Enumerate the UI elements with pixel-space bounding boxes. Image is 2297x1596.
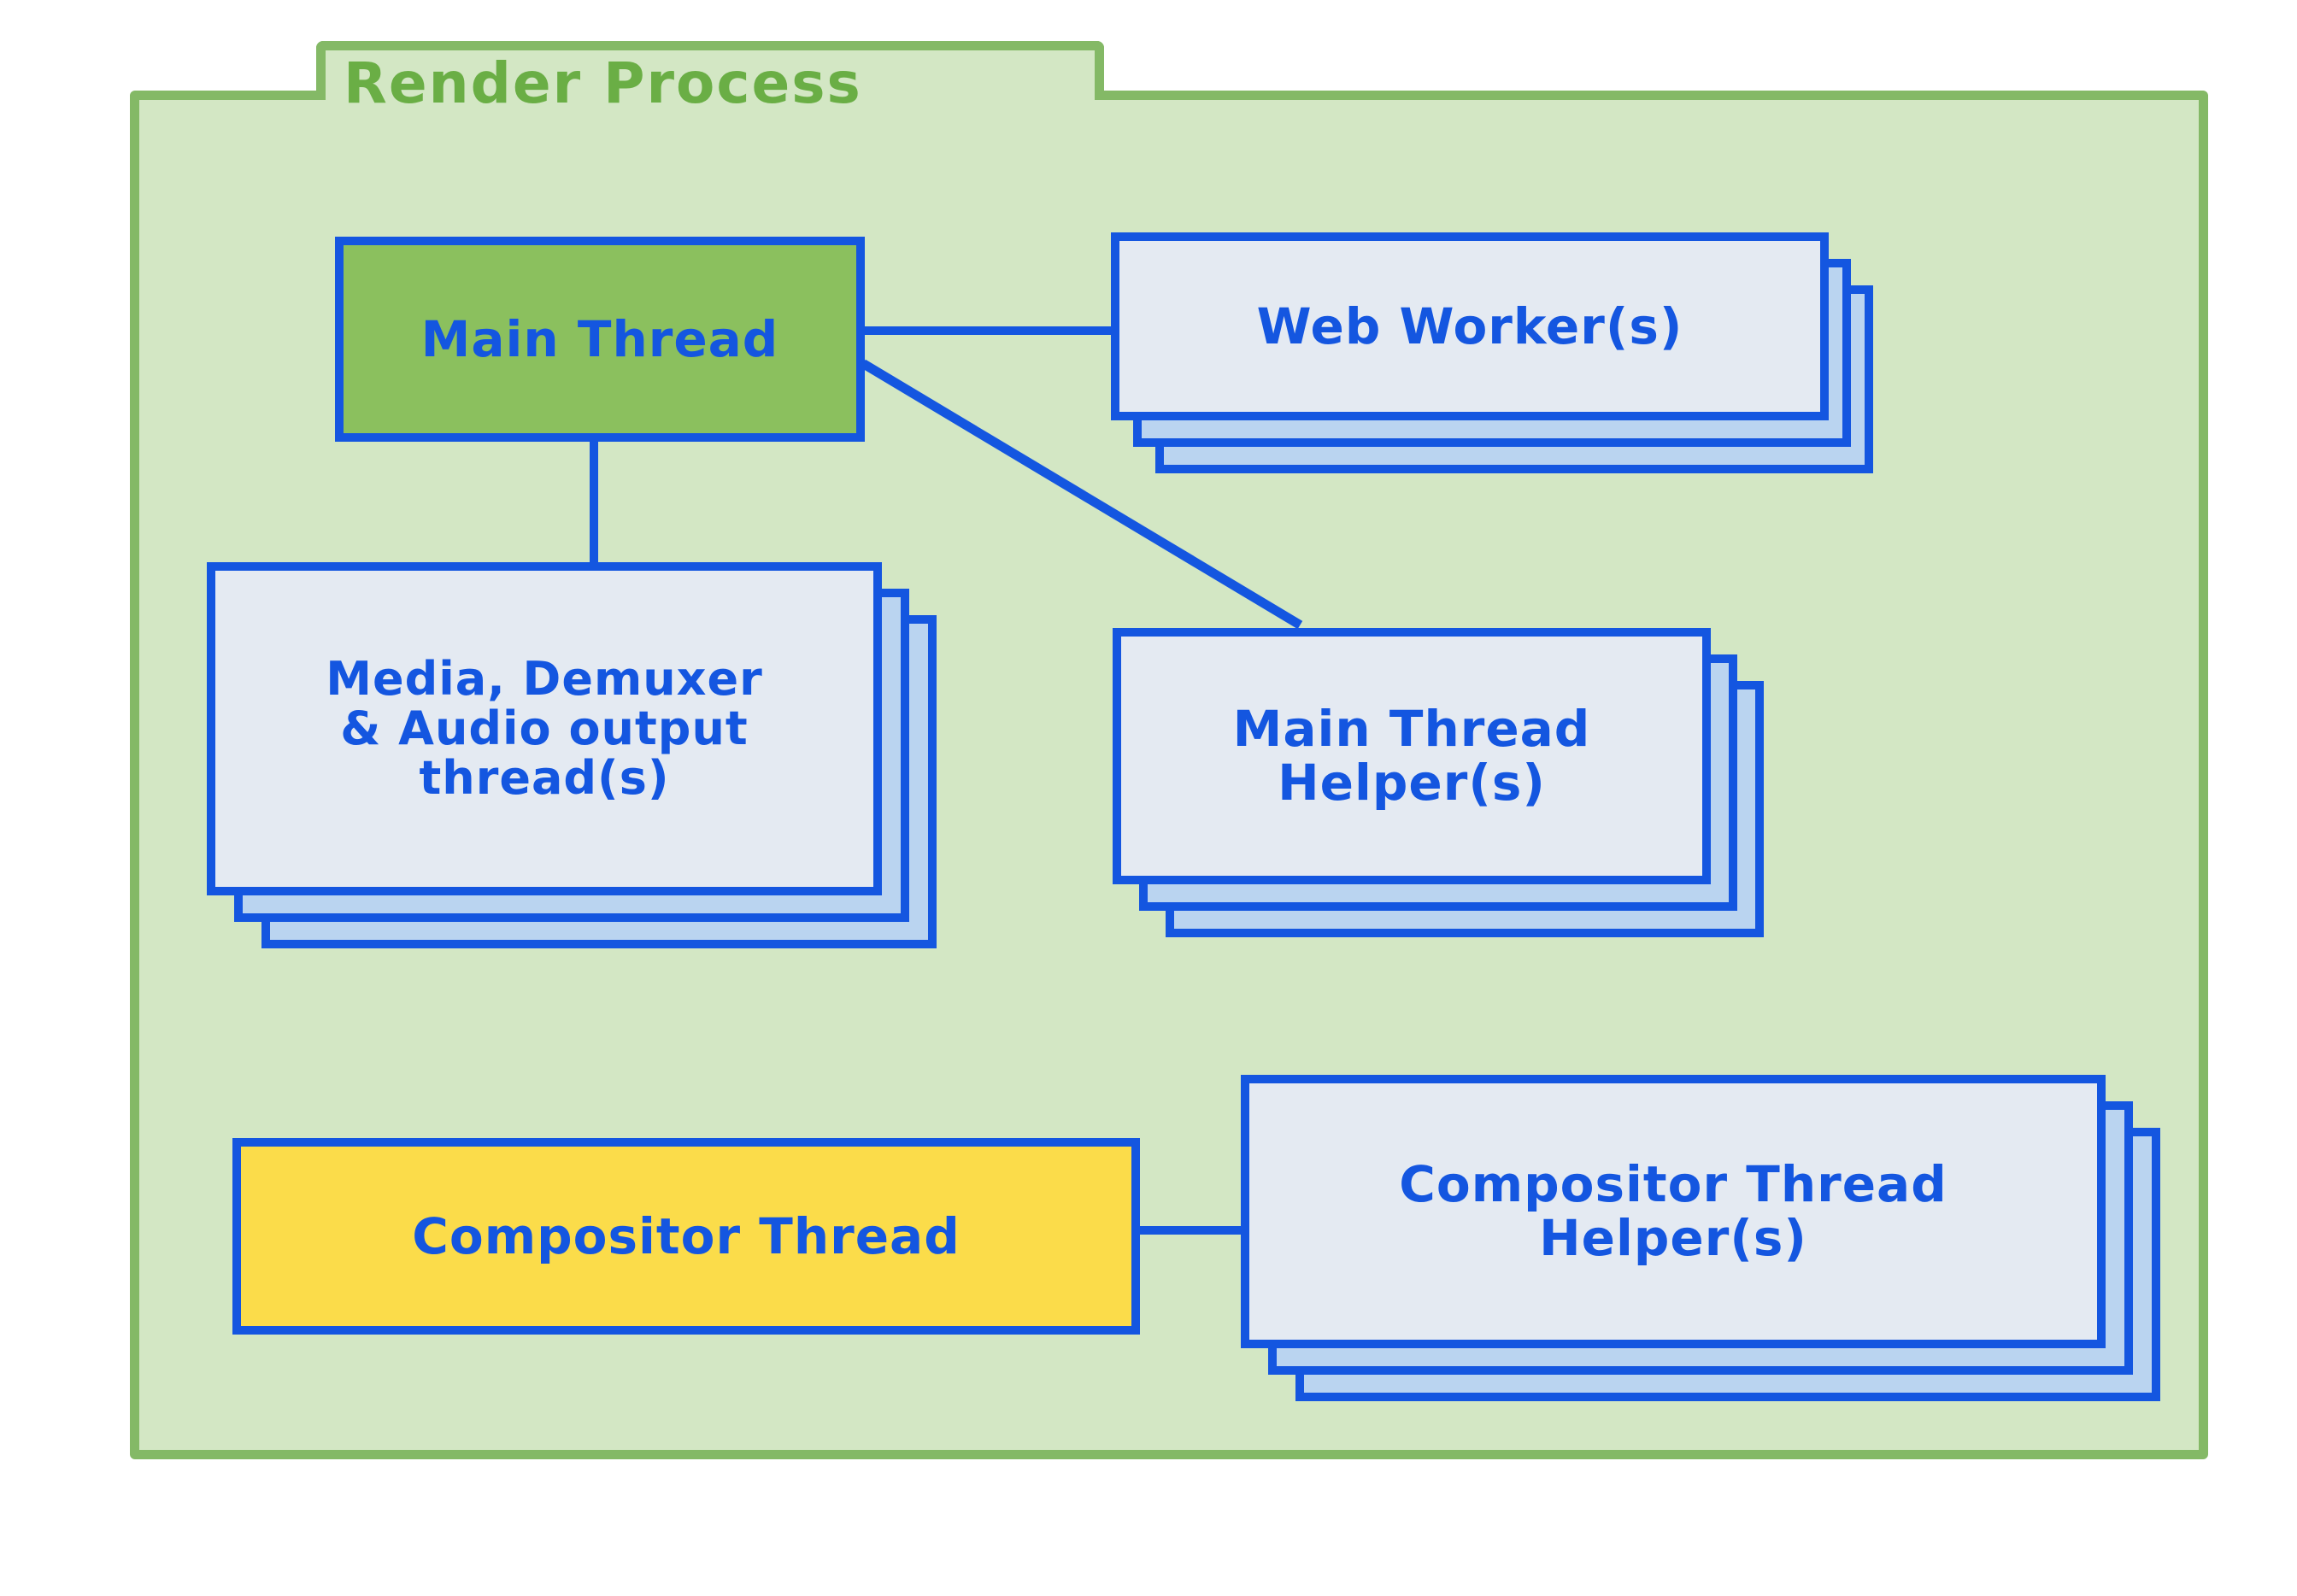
node-main-thread-helpers-label-line1: Main Thread [1232, 700, 1591, 759]
node-main-thread[interactable]: Main Thread [335, 237, 865, 442]
node-compositor-thread-face: Compositor Thread [232, 1138, 1140, 1335]
connector-compositor-thread-to-compositor-helpers [1137, 1226, 1248, 1235]
node-media-threads-label-line2: & Audio output [340, 701, 749, 755]
node-compositor-thread-helpers-label-line2: Helper(s) [1539, 1209, 1807, 1267]
node-web-workers[interactable]: Web Worker(s) [1111, 232, 1873, 473]
node-compositor-thread-label: Compositor Thread [412, 1206, 961, 1265]
node-compositor-thread-helpers[interactable]: Compositor Thread Helper(s) [1241, 1075, 2160, 1401]
node-main-thread-helpers-face: Main Thread Helper(s) [1113, 628, 1711, 884]
node-compositor-thread-helpers-label-line1: Compositor Thread [1399, 1155, 1947, 1214]
node-web-workers-face: Web Worker(s) [1111, 232, 1829, 420]
page-title: Render Process [344, 50, 862, 116]
node-main-thread-face: Main Thread [335, 237, 865, 442]
node-media-threads-face: Media, Demuxer & Audio output thread(s) [207, 562, 882, 895]
node-main-thread-helpers-label-line2: Helper(s) [1278, 754, 1546, 812]
node-compositor-thread-helpers-face: Compositor Thread Helper(s) [1241, 1075, 2106, 1348]
connector-main-thread-to-media-threads [590, 437, 598, 566]
node-media-threads-label-line1: Media, Demuxer [326, 651, 763, 706]
node-main-thread-label: Main Thread [420, 309, 779, 368]
node-media-threads-label-line3: thread(s) [419, 751, 670, 806]
node-main-thread-helpers[interactable]: Main Thread Helper(s) [1113, 628, 1764, 937]
connector-main-thread-to-web-workers [865, 326, 1113, 335]
node-media-demuxer-audio-threads[interactable]: Media, Demuxer & Audio output thread(s) [207, 562, 937, 948]
process-tab-joiner [326, 85, 1095, 101]
node-compositor-thread[interactable]: Compositor Thread [232, 1138, 1140, 1335]
node-web-workers-label: Web Worker(s) [1256, 296, 1683, 355]
